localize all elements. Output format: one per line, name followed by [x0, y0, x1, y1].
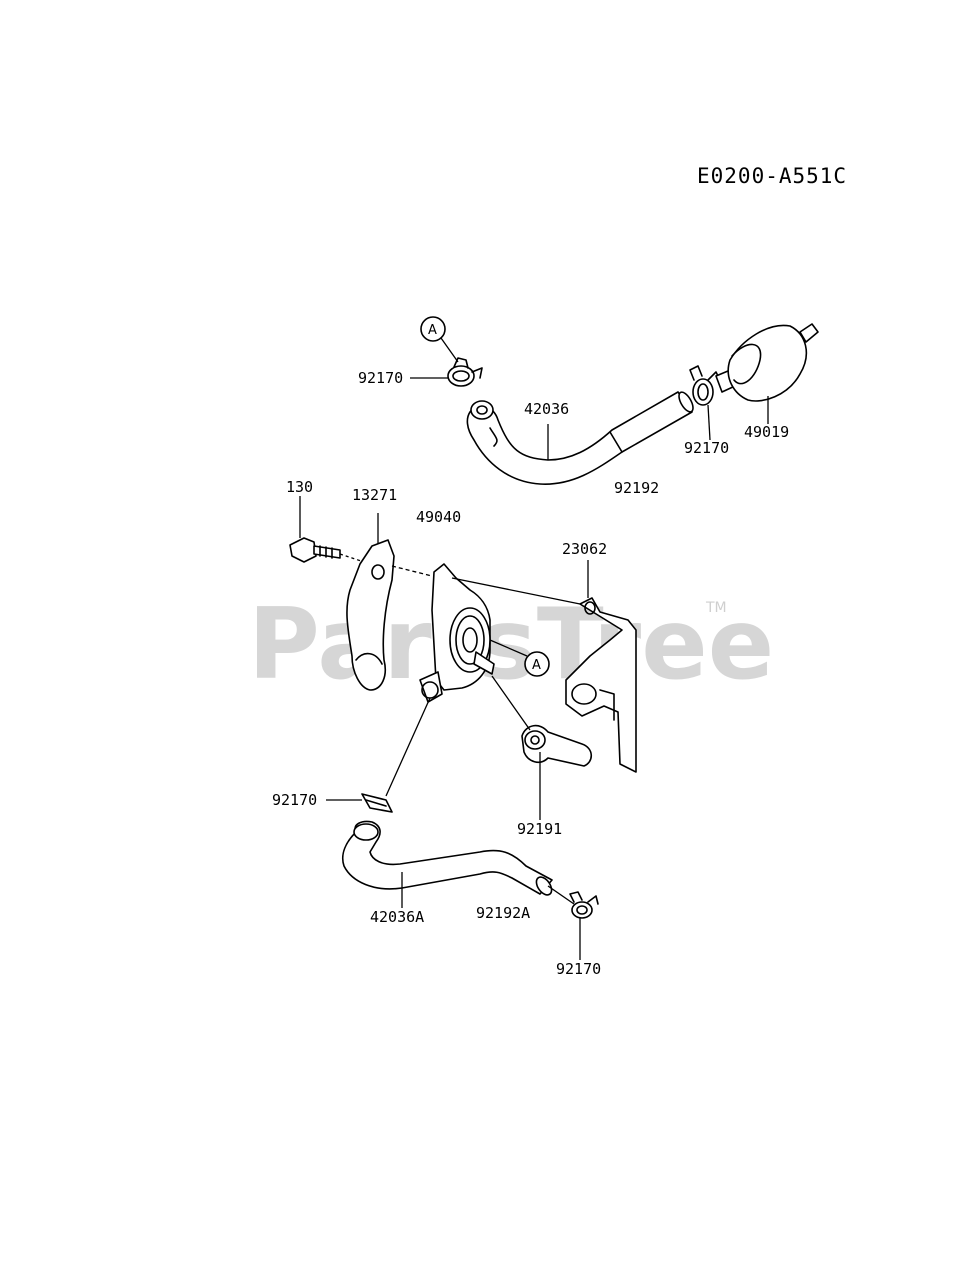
label-bracket: 23062	[562, 540, 607, 558]
clamp-top-right[interactable]	[689, 365, 721, 406]
label-filter: 49019	[744, 423, 789, 441]
watermark-text: PartsTree	[248, 588, 774, 702]
label-bolt: 130	[286, 478, 313, 496]
diagram-code: E0200-A551C	[697, 164, 847, 188]
watermark-tm: TM	[705, 600, 727, 616]
mounting-plate[interactable]	[346, 539, 395, 691]
fuel-pump[interactable]	[419, 563, 495, 703]
clamp-left[interactable]	[361, 793, 393, 813]
label-hose-bottom-part: 92192A	[476, 904, 530, 922]
hose-small[interactable]	[521, 724, 593, 767]
label-clamp-bottom: 92170	[556, 960, 601, 978]
callout-a-middle: A	[489, 639, 550, 677]
clamp-bottom[interactable]	[569, 891, 599, 919]
label-hose-bottom: 42036A	[370, 908, 424, 926]
callout-a-top: A	[420, 316, 459, 363]
clamp-top-left[interactable]	[447, 357, 483, 387]
label-clamp-top-left: 92170	[358, 369, 403, 387]
label-hose-top: 42036	[524, 400, 569, 418]
hose-top[interactable]	[466, 390, 695, 485]
callout-a-middle-letter: A	[532, 658, 541, 673]
label-hose-top-part: 92192	[614, 479, 659, 497]
label-pump: 49040	[416, 508, 461, 526]
label-plate: 13271	[352, 486, 397, 504]
bracket[interactable]	[565, 597, 637, 773]
fuel-filter[interactable]	[715, 323, 819, 402]
label-hose-small: 92191	[517, 820, 562, 838]
callout-a-top-letter: A	[428, 323, 437, 338]
bolt[interactable]	[289, 537, 341, 563]
hose-bottom[interactable]	[341, 820, 555, 897]
label-clamp-top-right: 92170	[684, 439, 729, 457]
label-clamp-left: 92170	[272, 791, 317, 809]
